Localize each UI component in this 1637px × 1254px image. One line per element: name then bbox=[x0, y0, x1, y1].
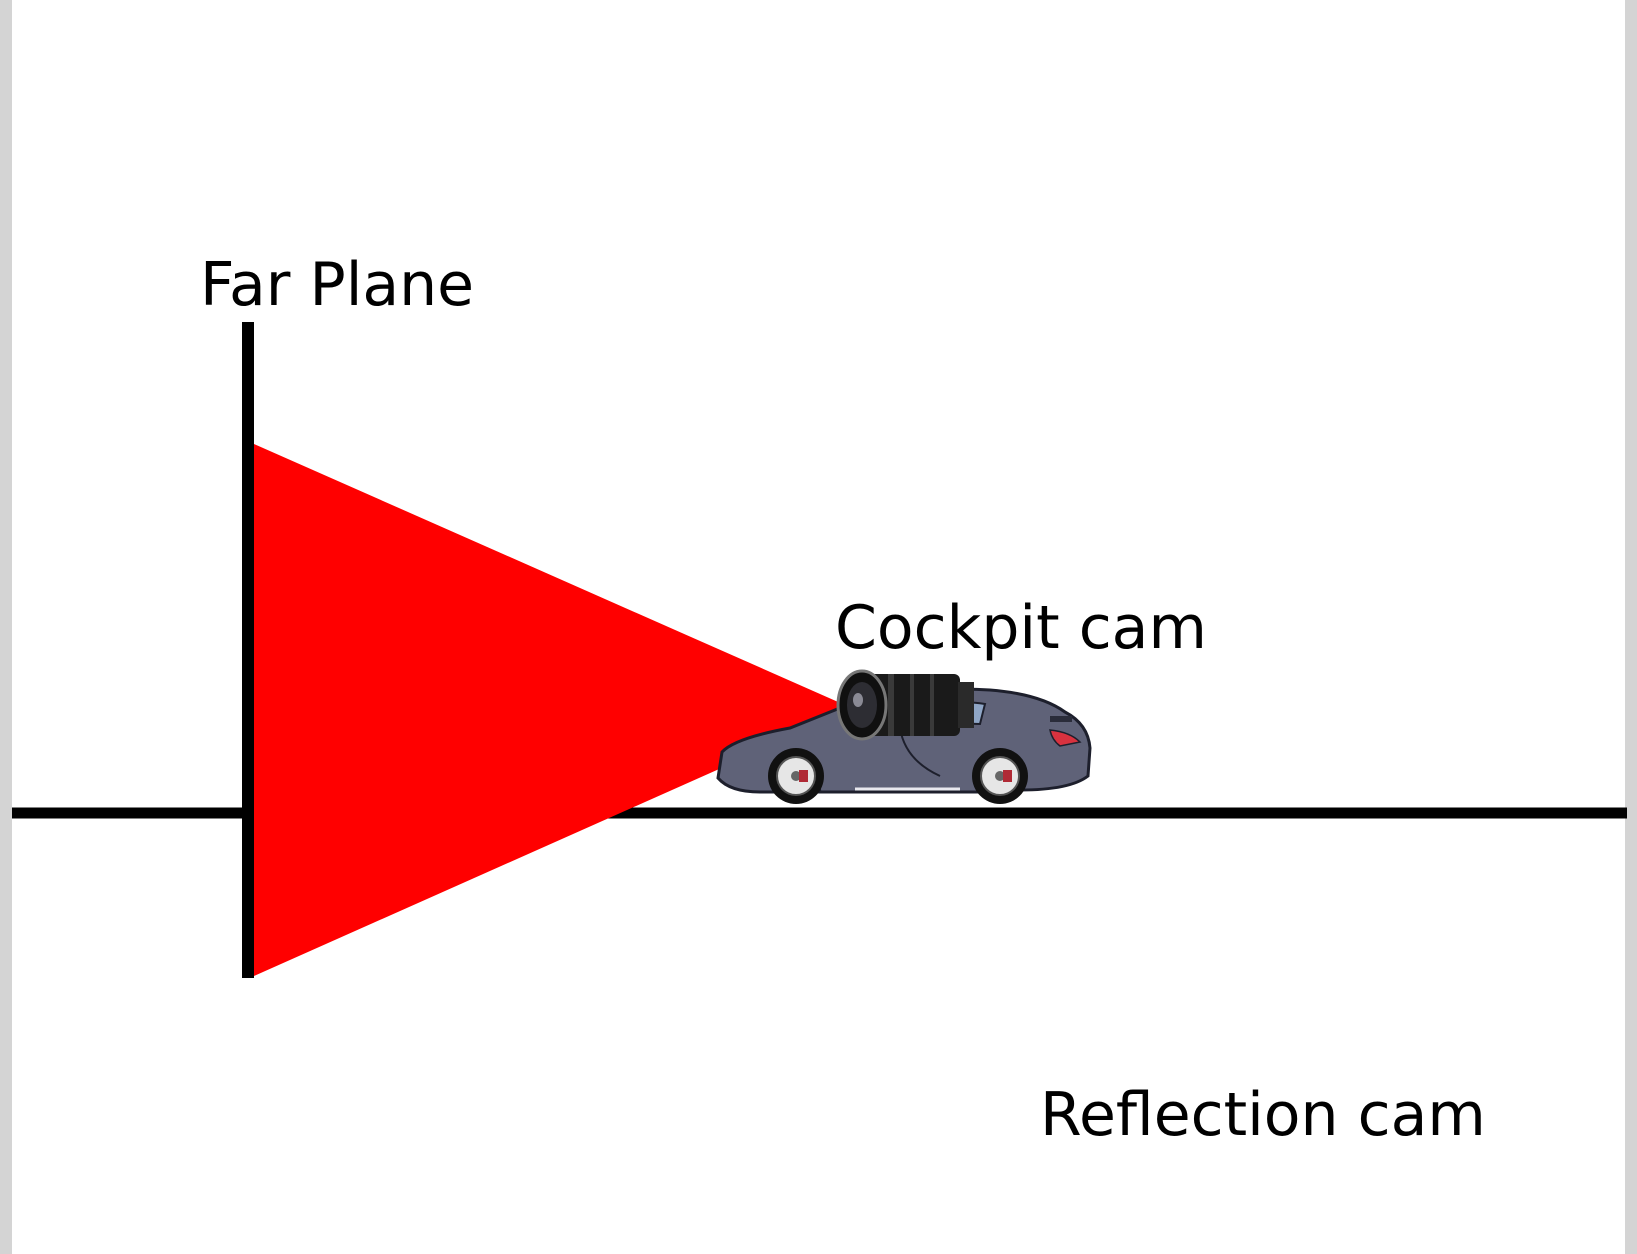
view-frustum bbox=[254, 444, 854, 976]
cockpit-cam-label: Cockpit cam bbox=[835, 593, 1207, 663]
rear-wheel bbox=[972, 748, 1028, 804]
sports-car-icon bbox=[716, 687, 1092, 804]
far-plane-label: Far Plane bbox=[200, 250, 474, 320]
camera-lens-icon bbox=[836, 669, 974, 741]
front-wheel bbox=[768, 748, 824, 804]
reflection-cam-label: Reflection cam bbox=[1040, 1080, 1486, 1150]
